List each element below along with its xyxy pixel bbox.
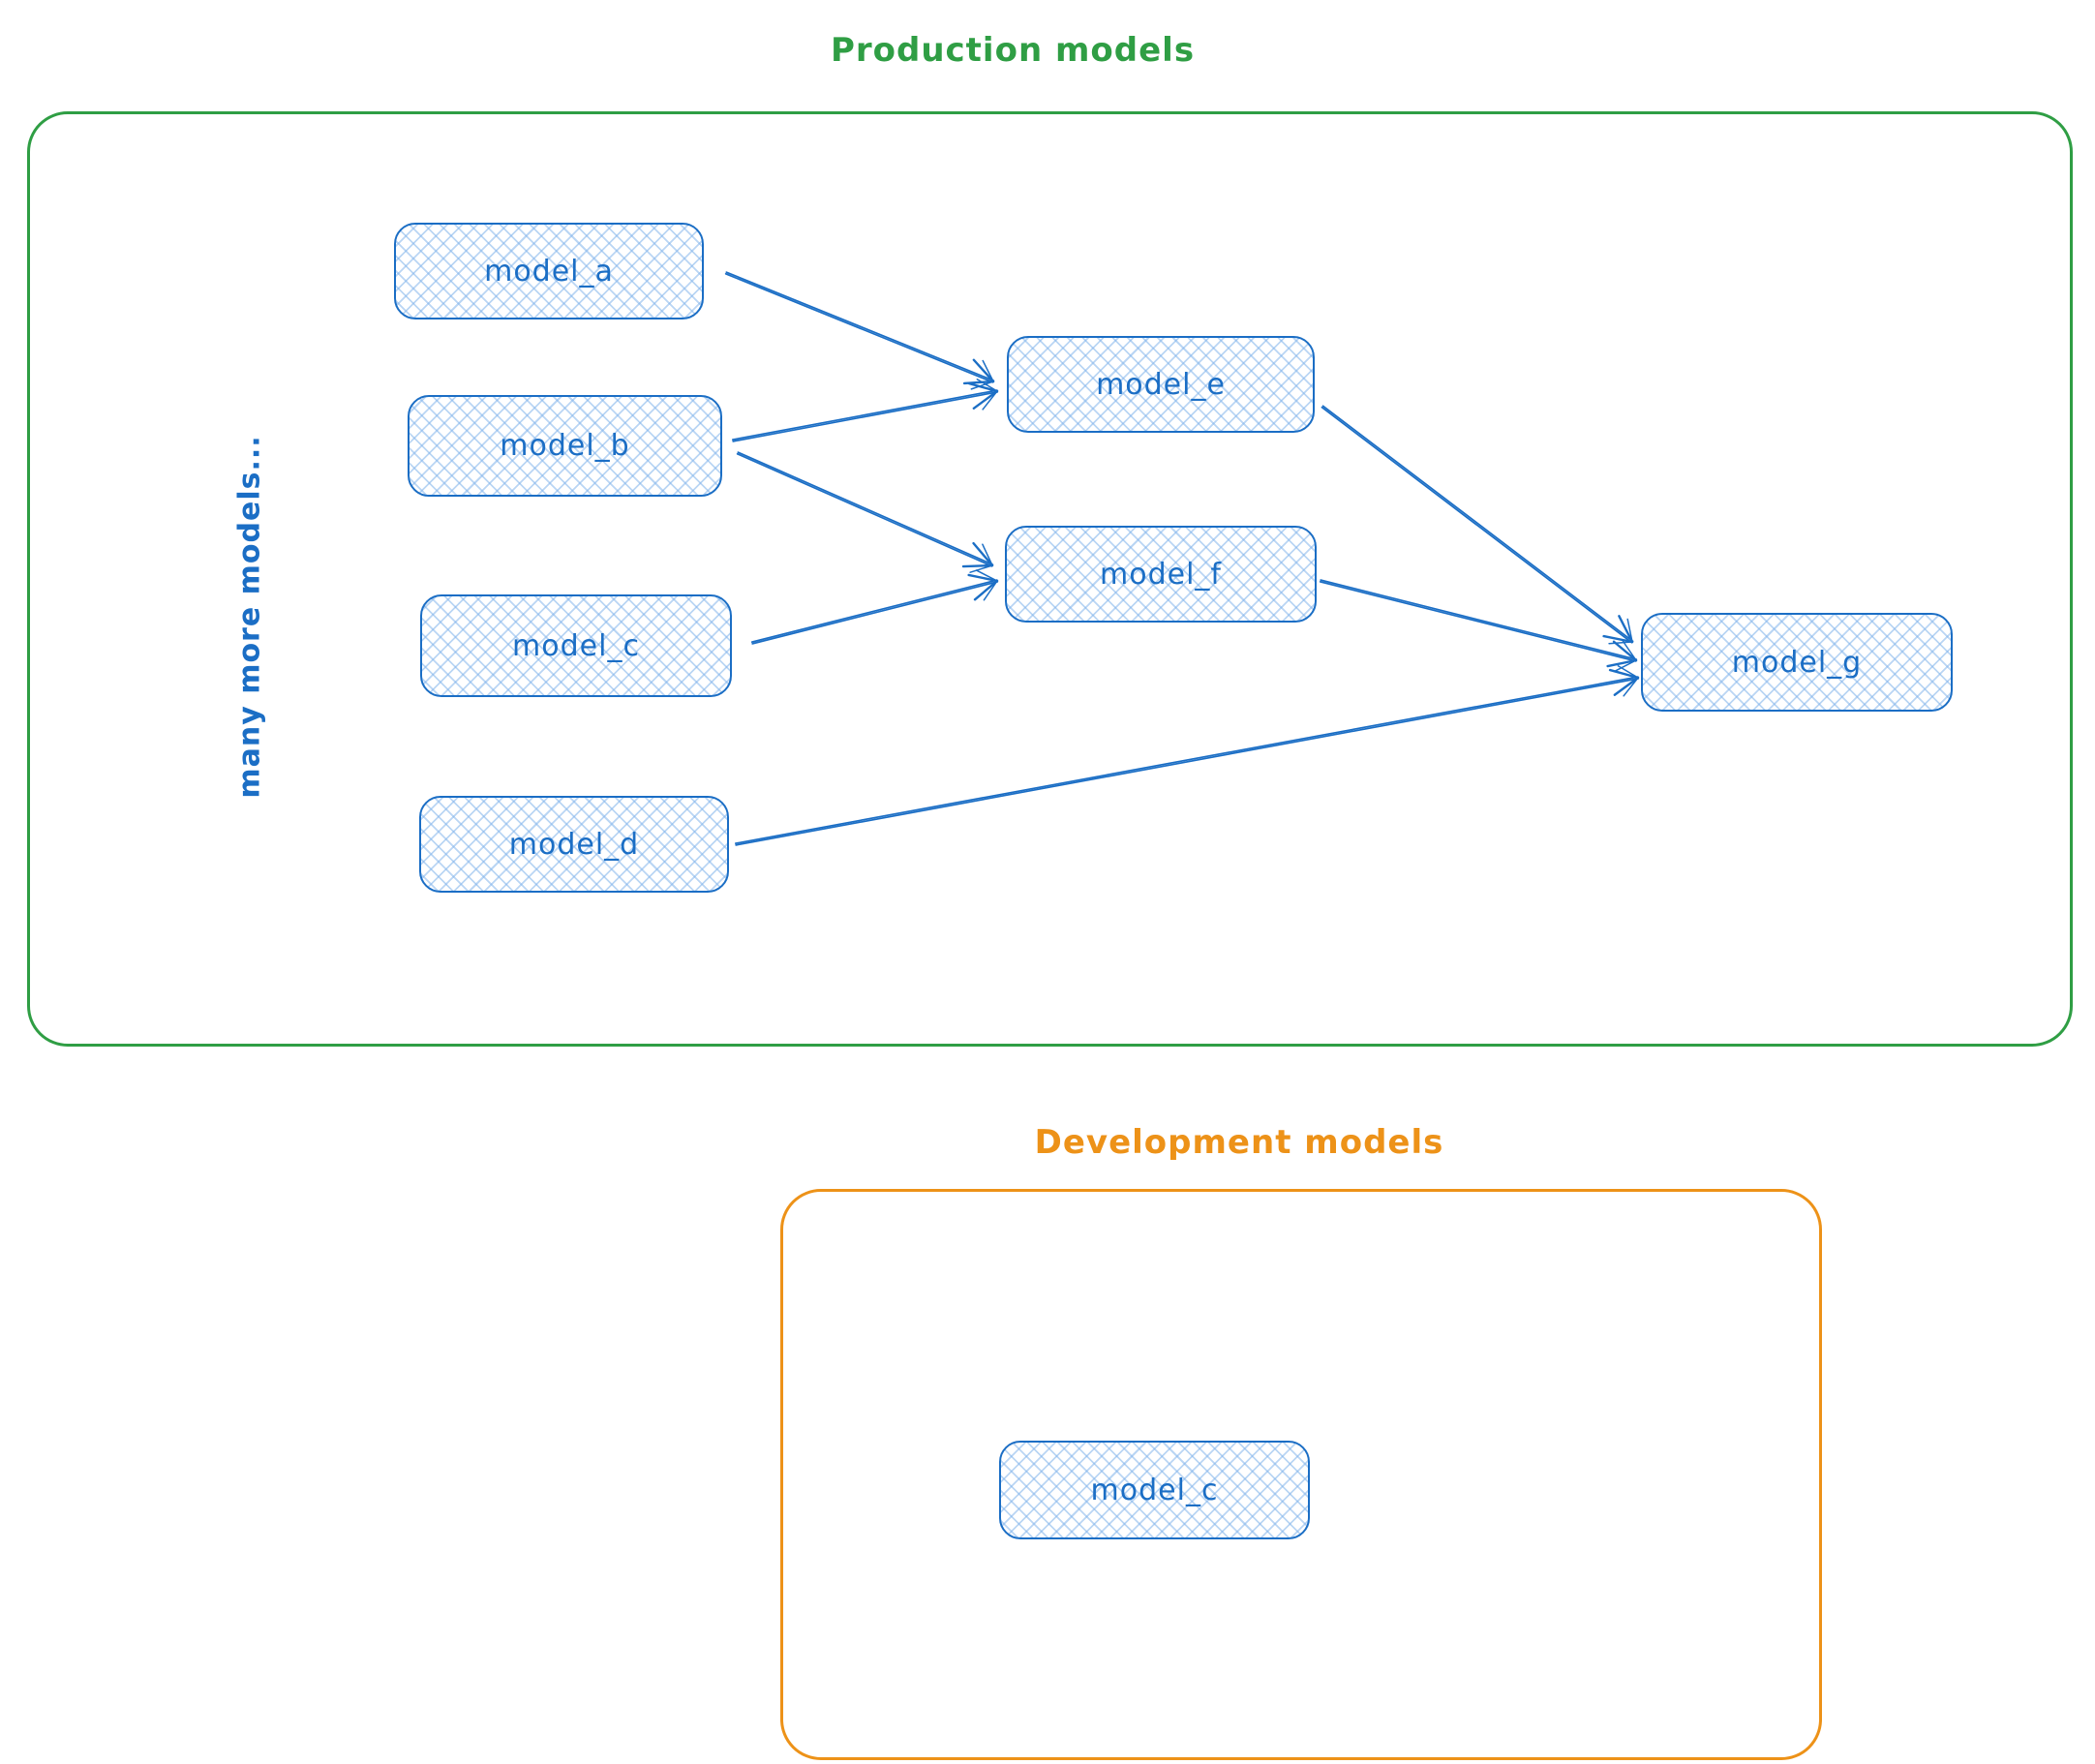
node-model-b: model_b — [408, 395, 722, 497]
many-more-models-note: many more models... — [232, 435, 267, 799]
production-models-title: Production models — [830, 31, 1196, 70]
development-models-container — [780, 1189, 1822, 1760]
node-model-a: model_a — [394, 223, 704, 319]
node-dev-model-c: model_c — [999, 1441, 1310, 1539]
production-models-container — [27, 111, 2073, 1047]
node-model-c: model_c — [420, 594, 732, 697]
node-model-f: model_f — [1005, 526, 1317, 623]
node-model-e: model_e — [1007, 336, 1315, 433]
development-models-title: Development models — [1034, 1123, 1444, 1162]
node-model-g: model_g — [1641, 613, 1953, 712]
node-model-d: model_d — [419, 796, 729, 893]
